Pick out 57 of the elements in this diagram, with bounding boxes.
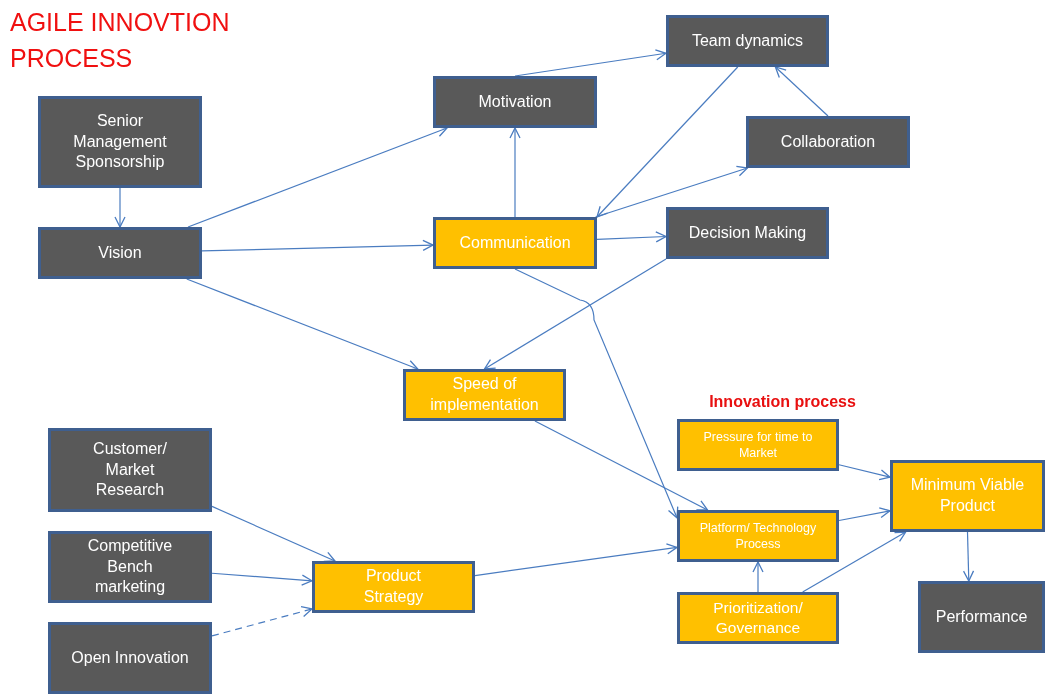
box-label: Competitive Bench marketing xyxy=(86,535,174,598)
arrow xyxy=(474,543,678,577)
process-box xyxy=(677,510,839,562)
process-box xyxy=(666,207,829,259)
arrow xyxy=(514,268,679,519)
process-box xyxy=(433,217,597,269)
box-label: Open Innovation xyxy=(71,647,189,668)
arrow xyxy=(596,231,667,243)
box-label: Team dynamics xyxy=(691,30,804,51)
box-label: Performance xyxy=(935,606,1028,627)
arrow xyxy=(774,66,829,117)
arrow xyxy=(838,464,891,481)
process-box xyxy=(918,581,1045,653)
arrow xyxy=(187,126,448,228)
arrow xyxy=(838,507,891,522)
box-label: Pressure for time to Market xyxy=(702,428,814,462)
box-label: Communication xyxy=(459,232,571,253)
process-box xyxy=(312,561,475,613)
process-box xyxy=(403,369,566,421)
arrow xyxy=(594,165,749,218)
arrow xyxy=(211,572,313,586)
arrow xyxy=(962,531,975,582)
box-label: Platform/ Technology Process xyxy=(698,519,818,553)
arrow xyxy=(211,606,313,637)
diagram-title: AGILE INNOVTION PROCESS xyxy=(10,7,231,74)
process-box xyxy=(48,531,212,603)
box-label: Product Strategy xyxy=(362,566,425,607)
box-label: Speed of implementation xyxy=(429,374,540,415)
arrow xyxy=(596,66,739,218)
process-box xyxy=(677,592,839,644)
arrow xyxy=(752,561,764,593)
arrow xyxy=(114,187,126,228)
arrow xyxy=(483,258,667,370)
arrow xyxy=(211,505,336,563)
process-box xyxy=(890,460,1045,532)
process-box xyxy=(677,419,839,471)
box-label: Vision xyxy=(98,242,142,263)
box-label: Minimum Viable Product xyxy=(909,475,1026,516)
process-box xyxy=(48,622,212,694)
box-label: Motivation xyxy=(478,91,552,112)
process-box xyxy=(666,15,829,67)
box-label: Customer/ Market Research xyxy=(92,438,168,501)
box-label: Collaboration xyxy=(780,131,876,152)
arrow xyxy=(802,531,907,593)
box-label: Senior Management Sponsorship xyxy=(72,110,168,173)
arrow xyxy=(509,127,521,218)
process-box xyxy=(433,76,597,128)
arrow xyxy=(201,239,434,252)
process-box xyxy=(38,227,202,279)
process-box xyxy=(746,116,910,168)
box-label: Prioritization/ Governance xyxy=(712,597,804,638)
group-heading: Innovation process xyxy=(708,393,857,411)
process-box xyxy=(48,428,212,512)
box-label: Decision Making xyxy=(688,222,807,243)
process-box xyxy=(38,96,202,188)
arrow xyxy=(186,278,419,371)
arrow xyxy=(534,420,709,511)
